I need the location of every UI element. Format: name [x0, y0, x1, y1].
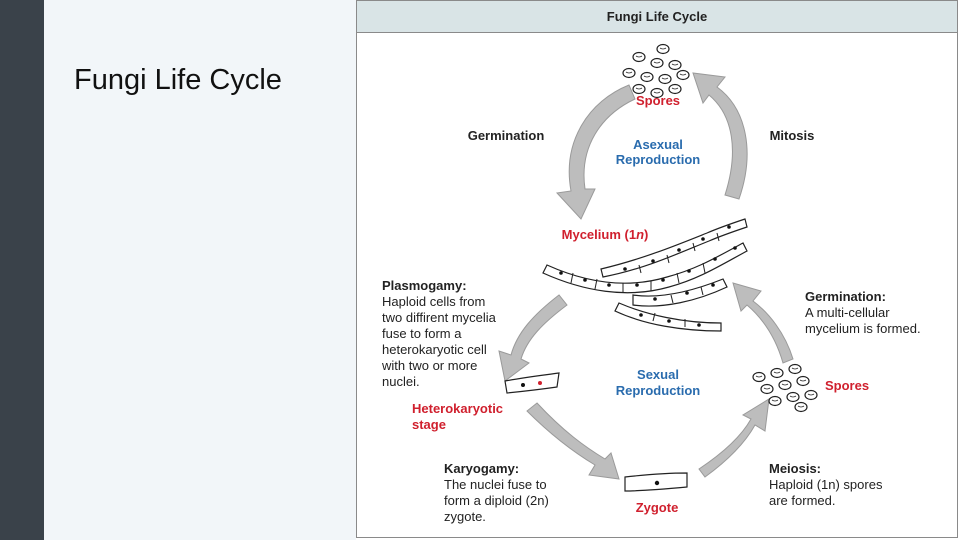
label-spores-top: Spores: [636, 93, 680, 108]
spores-cluster-top: [622, 43, 690, 99]
zygote-cell: [624, 472, 688, 492]
label-spores-right: Spores: [825, 378, 869, 393]
arrow-germination-right: [732, 282, 794, 364]
label-zygote: Zygote: [636, 500, 679, 515]
label-sexual-line1: Sexual: [637, 367, 679, 382]
label-plasmogamy: Plasmogamy: Haploid cells from two diffi…: [381, 278, 500, 389]
slide-panel: [44, 0, 356, 540]
arrow-meiosis: [698, 398, 770, 478]
life-cycle-figure: Fungi Life Cycle: [356, 0, 958, 538]
mycelium-hyphae: [542, 218, 748, 332]
arrow-karyogamy: [526, 402, 620, 480]
label-heterokaryotic: Heterokaryotic stage: [412, 401, 507, 432]
arrow-germination-top: [555, 84, 636, 220]
hyphae-nuclei: [559, 225, 737, 327]
label-mitosis: Mitosis: [770, 128, 815, 143]
arrow-plasmogamy: [498, 294, 568, 382]
label-asexual-line2: Reproduction: [616, 152, 701, 167]
figure-header: Fungi Life Cycle: [357, 1, 957, 33]
life-cycle-diagram: Spores Germination Mitosis Asexual Repro…: [381, 43, 921, 524]
arrow-mitosis: [692, 72, 748, 200]
left-accent-bar: [0, 0, 44, 540]
hyphae-septa: [570, 232, 720, 327]
label-karyogamy: Karyogamy: The nuclei fuse to form a dip…: [444, 461, 552, 524]
label-meiosis: Meiosis: Haploid (1n) spores are formed.: [769, 461, 886, 508]
heterokaryotic-cell: [504, 372, 560, 394]
label-germination-right: Germination: A multi-cellular mycelium i…: [805, 289, 921, 336]
label-mycelium: Mycelium (1n): [562, 227, 649, 242]
label-germination-top: Germination: [468, 128, 545, 143]
label-asexual-line1: Asexual: [633, 137, 683, 152]
label-sexual-line2: Reproduction: [616, 383, 701, 398]
slide-title: Fungi Life Cycle: [74, 64, 282, 96]
